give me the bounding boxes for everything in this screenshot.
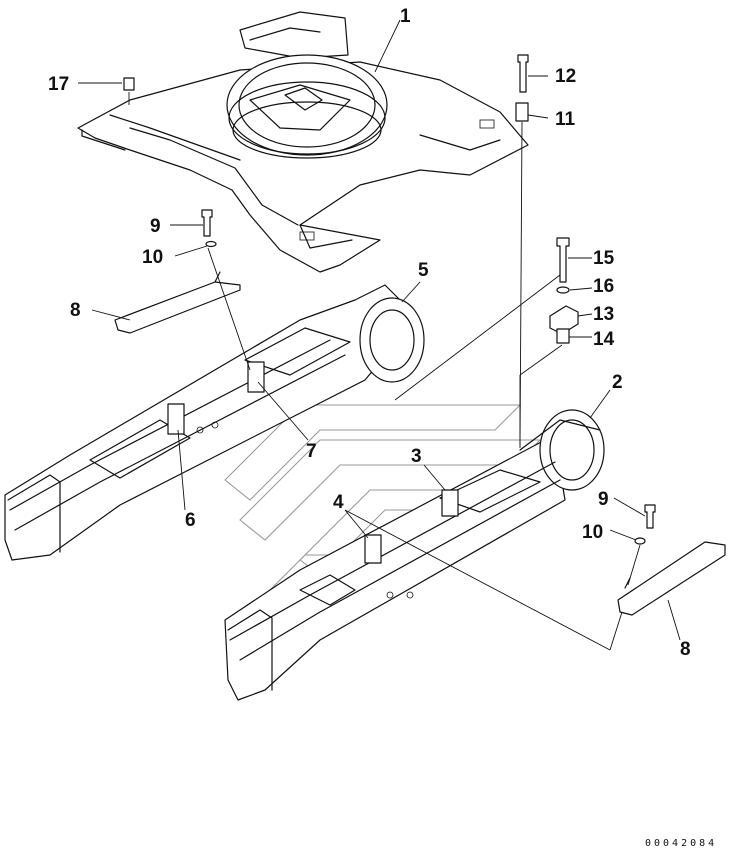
callout-7: 7 xyxy=(306,441,317,462)
bolt-12 xyxy=(517,54,529,93)
callout-11: 11 xyxy=(555,109,576,130)
bolt-9-left xyxy=(201,209,213,237)
spacer-14 xyxy=(556,328,570,344)
callout-8-right: 8 xyxy=(680,639,691,660)
spacer-11 xyxy=(515,102,529,122)
bolt-15 xyxy=(556,237,570,283)
bolt-9-right xyxy=(644,504,656,529)
callout-8-left: 8 xyxy=(70,300,81,321)
track-frame-right xyxy=(224,409,605,701)
callout-16: 16 xyxy=(593,276,614,297)
document-id: 00042084 xyxy=(645,838,717,849)
track-frame-left xyxy=(4,284,425,561)
washer-10-right xyxy=(634,537,646,545)
callout-13: 13 xyxy=(593,304,614,325)
leader-lines xyxy=(78,19,681,651)
callout-10-right: 10 xyxy=(582,522,603,543)
callout-14: 14 xyxy=(593,329,615,350)
washer-16 xyxy=(556,286,570,294)
callout-9-right: 9 xyxy=(598,489,609,510)
callout-3: 3 xyxy=(411,446,422,467)
cover-right xyxy=(617,541,726,616)
callout-9-left: 9 xyxy=(150,216,161,237)
callout-1: 1 xyxy=(400,6,411,27)
callout-15: 15 xyxy=(593,248,615,269)
callout-17: 17 xyxy=(48,74,69,95)
block-13 xyxy=(549,305,579,335)
callout-labels: 1 2 3 4 5 6 7 8 8 9 9 10 10 11 12 13 14 … xyxy=(48,6,691,660)
callout-2: 2 xyxy=(612,372,623,393)
callout-5: 5 xyxy=(418,260,429,281)
bolt-17 xyxy=(123,77,135,91)
hardware xyxy=(123,54,656,545)
callout-10-left: 10 xyxy=(142,247,163,268)
revolving-frame xyxy=(77,11,529,273)
callout-4: 4 xyxy=(333,492,344,513)
callout-6: 6 xyxy=(185,510,196,531)
washer-10-left xyxy=(205,240,217,248)
callout-12: 12 xyxy=(555,66,576,87)
cover-left xyxy=(114,271,241,334)
